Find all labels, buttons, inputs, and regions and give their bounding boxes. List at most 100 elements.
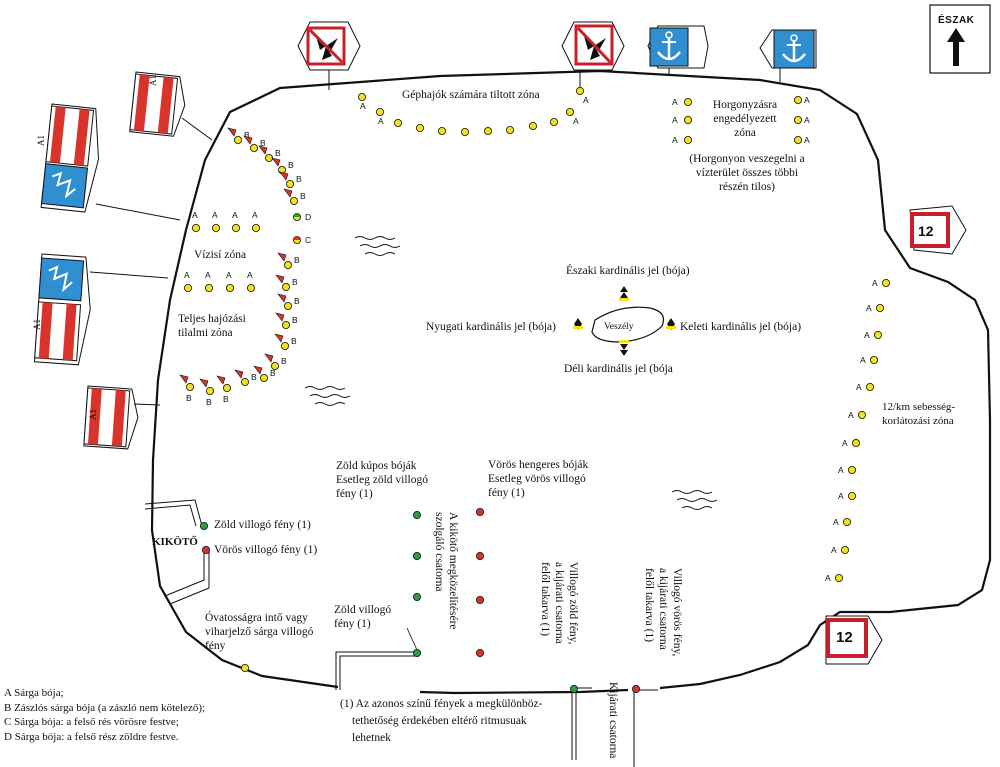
- green-cones-line2: Esetleg zöld villogó: [336, 474, 428, 486]
- a-buoy: A: [576, 87, 589, 105]
- a-buoy: A: [211, 210, 220, 232]
- buoy-letter: A: [672, 97, 678, 107]
- b-buoy: B: [277, 160, 294, 174]
- buoy-letter: B: [294, 296, 300, 306]
- buoy-letter: A: [672, 135, 678, 145]
- buoy-letter: B: [288, 160, 294, 170]
- legend-item-b: B Zászlós sárga bója (a zászló nem kötel…: [4, 701, 206, 714]
- buoy-letter: B: [292, 277, 298, 287]
- pier-green-light-line1: Zöld villogó: [334, 604, 392, 616]
- south-cardinal-mark: [619, 340, 629, 356]
- red-covered-line1: Villogó vörös fény,: [671, 568, 683, 657]
- buoy-letter: A: [825, 573, 831, 583]
- south-cardinal-label: Déli kardinális jel (bója: [564, 363, 673, 375]
- buoy-letter: B: [291, 336, 297, 346]
- buoy-flag-icon: [258, 145, 268, 155]
- a-buoy: A: [838, 491, 857, 501]
- a1-label-4: A1: [88, 409, 98, 420]
- buoy-letter: A: [804, 95, 810, 105]
- footnote-line3: lehetnek: [352, 732, 391, 744]
- anchor-sign-2: [759, 29, 817, 82]
- buoy-letter: A: [247, 270, 253, 280]
- a-buoy: A: [183, 270, 192, 292]
- a1-blue-sign-upper: [40, 103, 99, 213]
- buoy-letter: A: [583, 95, 589, 105]
- buoy-letter: B: [251, 372, 257, 382]
- a-buoy: [529, 122, 538, 131]
- g-buoy: [199, 522, 208, 531]
- a-buoy: [415, 124, 424, 133]
- anchor-note-line2: vízterület összes többi: [695, 167, 799, 179]
- a-buoy: A: [251, 210, 260, 232]
- buoy-letter: B: [292, 315, 298, 325]
- a-buoy: A: [872, 278, 891, 288]
- exit-channel-label: Kijárati csatorna: [607, 682, 619, 759]
- g-buoy: [412, 552, 421, 561]
- buoy-letter: A: [252, 210, 258, 220]
- buoy-letter: B: [260, 138, 266, 148]
- buoy-flag-icon: [243, 135, 253, 145]
- b-buoy: B: [283, 255, 300, 269]
- buoy-letter: A: [872, 278, 878, 288]
- b-buoy: B: [283, 296, 300, 310]
- north-arrow-icon: [947, 28, 965, 42]
- b-buoy: B: [205, 386, 214, 407]
- compass-label: ÉSZAK: [938, 15, 975, 26]
- a-buoy: A: [231, 210, 240, 232]
- buoy-letter: B: [244, 130, 250, 140]
- pier-pointer: [406, 627, 418, 651]
- a-buoy: A: [794, 135, 810, 145]
- harbour-label: KIKÖTŐ: [152, 536, 198, 548]
- a-buoy: [460, 127, 469, 136]
- a-buoy: [393, 119, 402, 128]
- anchor-zone-line1: Horgonyzásra: [712, 99, 778, 111]
- a-buoy: [550, 118, 559, 127]
- buoy-letter: A: [573, 116, 579, 126]
- anchor-note-line3: részén tilos): [719, 181, 775, 193]
- buoy-letter: D: [305, 212, 311, 222]
- green-covered-line3: felől takarva (1): [539, 562, 551, 637]
- storm-light-line3: fény: [205, 640, 226, 652]
- buoy-letter: B: [275, 148, 281, 158]
- buoy-letter: A: [838, 491, 844, 501]
- lake-shoreline: [150, 69, 992, 695]
- a-buoy: [505, 126, 514, 135]
- anchor-zone-line3: zóna: [734, 127, 756, 139]
- a-buoy: A: [566, 108, 579, 126]
- legend-item-d: D Sárga bója: a felső rész zöldre festve…: [4, 730, 179, 743]
- r-buoy: [475, 649, 484, 658]
- b-buoy: B: [289, 191, 306, 205]
- footnote-line2: tethetőség érdekében eltérő ritmusuak: [352, 715, 527, 727]
- buoy-flag-icon: [275, 312, 285, 322]
- speed-limit-sign-east: [909, 205, 967, 255]
- a-buoy: A: [856, 382, 875, 392]
- b-buoy: B: [270, 356, 287, 370]
- speed-limit-sign-south: [825, 615, 883, 665]
- footnote-line1: (1) Az azonos színű fények a megkülönböz…: [340, 698, 543, 710]
- buoy-letter: A: [804, 115, 810, 125]
- approach-channel-line1: A kikötő megközelítésére: [447, 512, 459, 630]
- speed-sign-value-east: 12: [918, 223, 934, 239]
- green-covered-line2: a kijárati csatorna: [553, 562, 565, 644]
- b-buoy: B: [249, 138, 266, 152]
- buoy-flag-icon: [279, 171, 289, 181]
- a1-label-2: A1: [36, 135, 46, 146]
- buoy-letter: B: [300, 191, 306, 201]
- wave-marks: [304, 236, 718, 510]
- a1-sign-top: [129, 71, 186, 137]
- pier-green-light-line2: fény (1): [334, 618, 371, 630]
- a-buoy: [437, 127, 446, 136]
- north-cardinal-mark: [619, 286, 629, 301]
- r-buoy: [632, 685, 641, 694]
- buoy-flag-icon: [234, 369, 244, 379]
- buoy-flag-icon: [199, 378, 209, 388]
- b-buoy: B: [285, 174, 302, 188]
- r-buoy: [475, 596, 484, 605]
- buoy-flag-icon: [216, 375, 226, 385]
- harbour-red-light-label: Vörös villogó fény (1): [214, 544, 318, 556]
- a-buoy: A: [225, 270, 234, 292]
- buoy-letter: A: [226, 270, 232, 280]
- a1-sign-bottom: [83, 385, 139, 450]
